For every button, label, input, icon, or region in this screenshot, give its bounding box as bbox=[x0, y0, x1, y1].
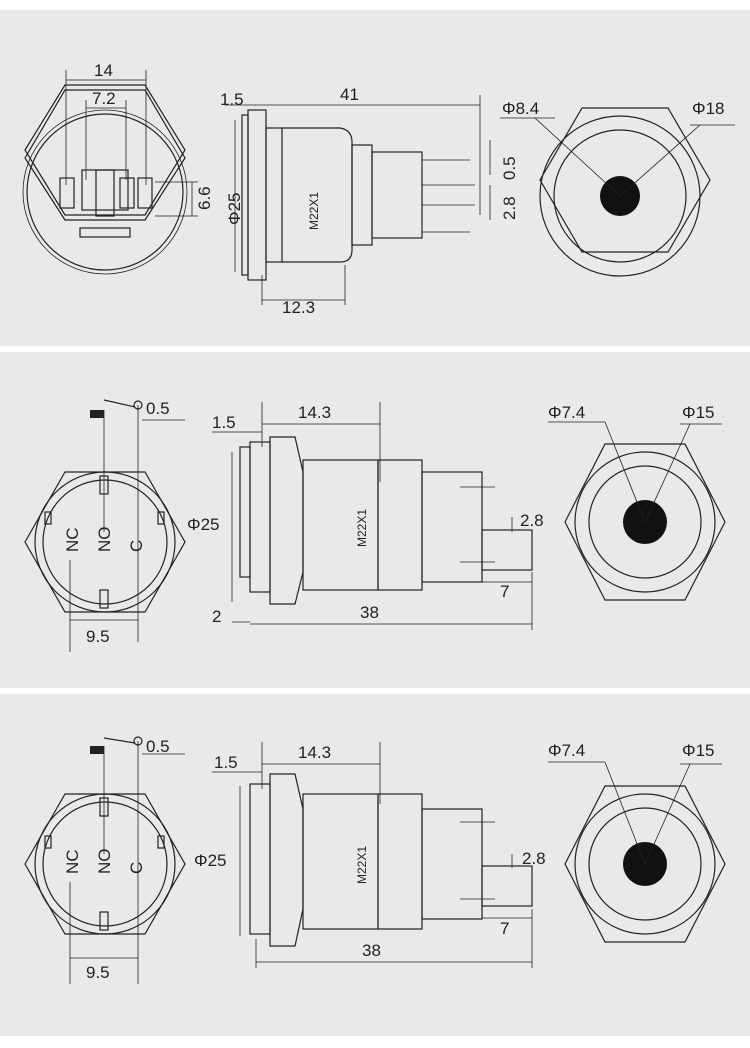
term-no-label: NO bbox=[95, 527, 114, 553]
dim-7-2-label: 7.2 bbox=[92, 89, 116, 108]
dim-phi15-label: Φ15 bbox=[682, 403, 714, 422]
term-nc-label: NC bbox=[63, 527, 82, 552]
dim-14-3-label: 14.3 bbox=[298, 403, 331, 422]
dim-2-label: 2 bbox=[212, 607, 221, 626]
dim-0-5-label: 0.5 bbox=[500, 156, 519, 180]
side-view: 41 1.5 M22X1 Φ25 12.3 0.5 2.8 bbox=[220, 85, 519, 317]
dim-phi25-label: Φ25 bbox=[194, 851, 226, 870]
side-view: 14.3 1.5 M22X1 Φ25 2 38 2.8 7 bbox=[187, 402, 544, 630]
dim-phi15-label: Φ15 bbox=[682, 741, 714, 760]
dim-0-5-label: 0.5 bbox=[146, 399, 170, 418]
rear-view-hex bbox=[22, 84, 188, 275]
dim-1-5-label: 1.5 bbox=[214, 753, 238, 772]
dim-38-label: 38 bbox=[362, 941, 381, 960]
thread-label: M22X1 bbox=[355, 846, 369, 884]
dim-38-label: 38 bbox=[360, 603, 379, 622]
dim-41-label: 41 bbox=[340, 85, 359, 104]
front-view: Φ8.4 Φ18 bbox=[500, 99, 735, 277]
dim-14-label: 14 bbox=[94, 61, 113, 80]
dim-9-5-label: 9.5 bbox=[86, 963, 110, 982]
panel-high-head: 0.5 NC NO C 9.5 14.3 1.5 M22X1 Φ25 2 38 … bbox=[0, 352, 750, 688]
dim-1-5-label: 1.5 bbox=[220, 90, 244, 109]
dim-0-5-label: 0.5 bbox=[146, 737, 170, 756]
dim-phi7-4-label: Φ7.4 bbox=[548, 403, 585, 422]
term-nc-label: NC bbox=[63, 849, 82, 874]
dim-6-6: 6.6 bbox=[155, 181, 214, 217]
panel-flat-head-ring: 14 7.2 6.6 41 1.5 M22X1 Φ25 12.3 bbox=[0, 10, 750, 346]
thread-label: M22X1 bbox=[307, 192, 321, 230]
dim-7-label: 7 bbox=[500, 582, 509, 601]
dim-2-8-label: 2.8 bbox=[500, 196, 519, 220]
switch-lever bbox=[90, 746, 104, 754]
dim-7-2: 7.2 bbox=[85, 89, 127, 180]
dim-phi25-label: Φ25 bbox=[187, 515, 219, 534]
switch-lever bbox=[90, 410, 104, 418]
dim-2-8-label: 2.8 bbox=[522, 849, 546, 868]
dim-14-3-label: 14.3 bbox=[298, 743, 331, 762]
dim-6-6-label: 6.6 bbox=[195, 186, 214, 210]
thread-label: M22X1 bbox=[355, 509, 369, 547]
panel-3-drawing: 0.5 NC NO C 9.5 14.3 1.5 M22X1 Φ25 38 2.… bbox=[24, 736, 726, 984]
front-view: Φ7.4 Φ15 bbox=[548, 741, 726, 943]
panel-2-drawing: 0.5 NC NO C 9.5 14.3 1.5 M22X1 Φ25 2 38 … bbox=[24, 399, 726, 652]
term-c-label: C bbox=[127, 540, 146, 552]
dim-9-5-label: 9.5 bbox=[86, 627, 110, 646]
dim-12-3-label: 12.3 bbox=[282, 298, 315, 317]
dim-phi8-4-label: Φ8.4 bbox=[502, 99, 539, 118]
front-view: Φ7.4 Φ15 bbox=[548, 403, 726, 601]
side-view: 14.3 1.5 M22X1 Φ25 38 2.8 7 bbox=[194, 742, 546, 968]
panel-1-drawing: 14 7.2 6.6 41 1.5 M22X1 Φ25 12.3 bbox=[22, 61, 735, 317]
term-no-label: NO bbox=[95, 849, 114, 875]
rear-view-hex: 0.5 NC NO C 9.5 bbox=[24, 736, 186, 984]
panel-flat-head: 0.5 NC NO C 9.5 14.3 1.5 M22X1 Φ25 38 2.… bbox=[0, 694, 750, 1036]
rear-view-hex: 0.5 NC NO C 9.5 bbox=[24, 399, 186, 652]
dim-14: 14 bbox=[65, 61, 147, 185]
dim-2-8-label: 2.8 bbox=[520, 511, 544, 530]
dim-phi7-4-label: Φ7.4 bbox=[548, 741, 585, 760]
term-c-label: C bbox=[127, 862, 146, 874]
dim-7-label: 7 bbox=[500, 919, 509, 938]
dim-phi25-label: Φ25 bbox=[225, 193, 244, 225]
dim-phi18-label: Φ18 bbox=[692, 99, 724, 118]
dim-1-5-label: 1.5 bbox=[212, 413, 236, 432]
